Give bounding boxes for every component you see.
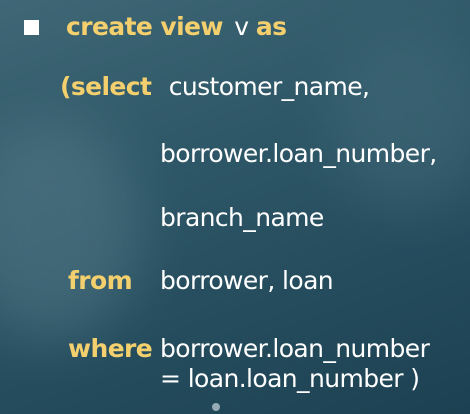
statement-line-select: (select customer_name,: [60, 72, 370, 101]
bullet-square: [24, 20, 39, 35]
table-list: borrower, loan: [160, 266, 334, 295]
column-loan-number: borrower.loan_number,: [160, 139, 437, 168]
keyword-as: as: [255, 12, 287, 41]
keyword-where: where: [68, 334, 153, 363]
keyword-create-view: create view: [66, 12, 224, 41]
view-name: v: [234, 12, 249, 41]
background-glow-left: [0, 120, 140, 340]
column-customer-name: customer_name,: [168, 72, 370, 101]
statement-line-where: where: [68, 334, 153, 363]
keyword-select: select: [70, 72, 152, 101]
column-branch-name: branch_name: [160, 203, 324, 232]
keyword-from: from: [68, 266, 133, 295]
statement-line-create: create view v as: [66, 12, 287, 41]
statement-line-from: from: [68, 266, 133, 295]
background-glow-right: [330, 30, 470, 210]
where-condition-left: borrower.loan_number: [160, 334, 430, 363]
progress-dot: [212, 403, 220, 411]
where-condition-right: = loan.loan_number ): [160, 364, 420, 393]
open-paren: (: [60, 72, 71, 101]
